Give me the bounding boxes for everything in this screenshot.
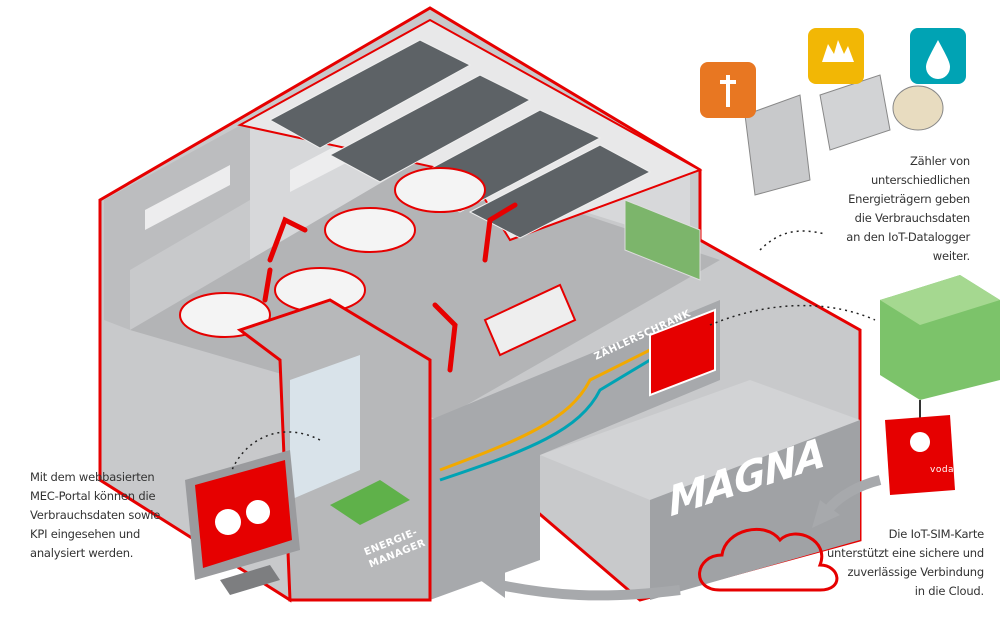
gas-line — [439, 348, 651, 472]
energy-manager-chip — [330, 480, 410, 525]
sim-caption: Die IoT-SIM-Karte unterstützt eine siche… — [827, 525, 984, 601]
workbench — [483, 283, 577, 357]
caption-line: unterstützt eine sichere und — [826, 546, 984, 560]
portal-caption: Mit dem webbasierten MEC-Portal können d… — [30, 468, 160, 563]
robot-arms — [262, 202, 518, 373]
caption-line: MEC-Portal können die — [30, 489, 156, 503]
electricity-meter — [744, 94, 811, 196]
room-window — [290, 355, 360, 500]
caption-line: Verbrauchsdaten sowie — [30, 508, 161, 522]
portal-monitor — [185, 450, 300, 595]
caption-line: weiter. — [932, 249, 970, 263]
caption-line: in die Cloud. — [914, 584, 984, 598]
meters — [744, 74, 944, 196]
caption-line: KPI eingesehen und — [30, 527, 141, 541]
caption-line: zuverlässige Verbindung — [847, 565, 984, 579]
storage-racks — [624, 199, 701, 281]
caption-line: Mit dem webbasierten — [30, 470, 155, 484]
right-block-side — [650, 420, 860, 600]
solar-panels — [268, 39, 652, 239]
cars — [179, 167, 486, 338]
gas-meter — [819, 74, 891, 151]
cloud-icon — [698, 527, 839, 592]
caption-line: Zähler von — [910, 154, 970, 168]
arrow-to-portal — [499, 580, 681, 601]
caption-line: Die IoT-SIM-Karte — [888, 527, 985, 541]
right-block-top — [540, 380, 860, 500]
iot-datalogger — [880, 275, 1000, 400]
dotted-arrows — [231, 230, 876, 471]
caption-line: Energieträgern geben — [848, 192, 970, 206]
caption-line: analysiert werden. — [30, 546, 134, 560]
vodafone-sim-card — [885, 415, 955, 495]
front-wall — [430, 300, 720, 600]
sim-brand-label: vodafone — [930, 465, 976, 475]
caption-line: an den IoT-Datalogger — [846, 230, 970, 244]
caption-line: unterschiedlichen — [870, 173, 970, 187]
meters-caption: Zähler von unterschiedlichen Energieträg… — [846, 152, 970, 266]
caption-line: die Verbrauchsdaten — [854, 211, 971, 225]
left-wall — [104, 120, 250, 330]
water-line — [439, 358, 651, 482]
arrow-to-cloud — [824, 475, 882, 514]
meter-cabinet — [649, 308, 716, 397]
water-meter — [892, 85, 944, 131]
